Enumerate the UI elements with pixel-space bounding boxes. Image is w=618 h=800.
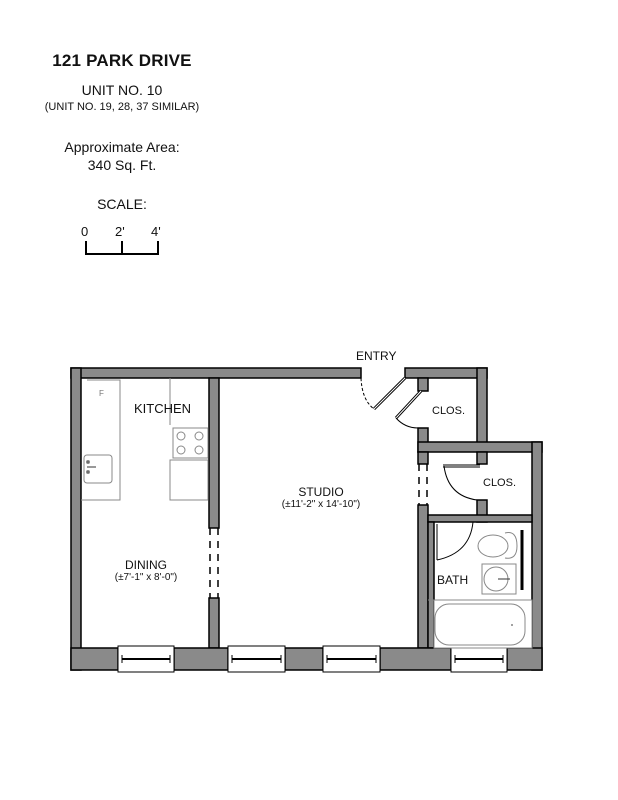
wall-studio-right-lower [417,504,429,649]
cased-openings [209,464,428,598]
doors [360,376,480,561]
bath-door [436,521,474,561]
dining-name: DINING [125,558,167,572]
windows [117,645,508,673]
label-studio: STUDIO (±11'-2" x 14'-10") [268,485,374,510]
wall-bottom-4 [379,647,452,671]
bath-fixtures [428,530,533,649]
entry-door [360,376,407,411]
window-studio-left [227,645,286,673]
closet1-door [394,389,423,429]
wall-right [531,441,543,671]
studio-name: STUDIO [298,485,344,499]
label-fridge: F [99,389,104,398]
wall-bottom-2 [173,647,229,671]
dining-dimensions: (±7'-1" x 8'-0") [114,572,178,583]
wall-studio-right-upper [417,451,429,465]
counter-right [169,459,209,501]
scale-tick-2: 2' [115,224,125,239]
wall-closet1-stub [417,377,429,392]
label-closet-1: CLOS. [432,405,466,417]
vanity [481,563,517,595]
wall-bath-top [427,514,533,523]
scale-tick-0: 0 [81,224,89,239]
wall-top-left [70,367,362,379]
wall-bottom-5 [506,647,543,671]
toilet-tank [504,532,518,559]
similar-units-note: (UNIT NO. 19, 28, 37 SIMILAR) [44,101,200,113]
unit-number: UNIT NO. 10 [81,82,163,98]
window-bath [450,645,508,673]
label-closet-2: CLOS. [483,477,517,489]
walls [70,367,543,671]
window-dining [117,645,175,673]
wall-bottom-1 [70,647,119,671]
closet2-door [443,464,480,501]
wall-left [70,367,82,671]
building-title: 121 PARK DRIVE [52,51,192,70]
wall-partition-upper [208,377,220,529]
kitchen-fixtures [81,378,209,501]
toilet-bowl [477,534,509,558]
scale-label: SCALE: [97,196,147,212]
wall-top-right [404,367,488,379]
bathtub [434,603,526,646]
wall-closet1-right [476,367,488,453]
wall-bottom-3 [284,647,324,671]
studio-dimensions: (±11'-2" x 14'-10") [281,499,361,510]
area-value: 340 Sq. Ft. [87,157,157,173]
label-bath: BATH [437,573,469,587]
label-entry: ENTRY [356,349,397,363]
wall-bath-left [427,521,435,649]
counter-left [81,379,121,501]
label-kitchen: KITCHEN [134,401,192,416]
area-label: Approximate Area: [64,139,180,155]
scale-bar [85,241,159,255]
label-dining: DINING (±7'-1" x 8'-0") [104,558,188,583]
window-studio-right [322,645,381,673]
tub-enclosure [433,599,533,649]
wall-partition-lower [208,597,220,649]
kitchen-sink [83,454,113,484]
wall-closet2-stub [476,451,488,465]
scale-tick-4: 4' [151,224,161,239]
wall-closet-divider [417,441,543,453]
cooktop [172,427,209,459]
